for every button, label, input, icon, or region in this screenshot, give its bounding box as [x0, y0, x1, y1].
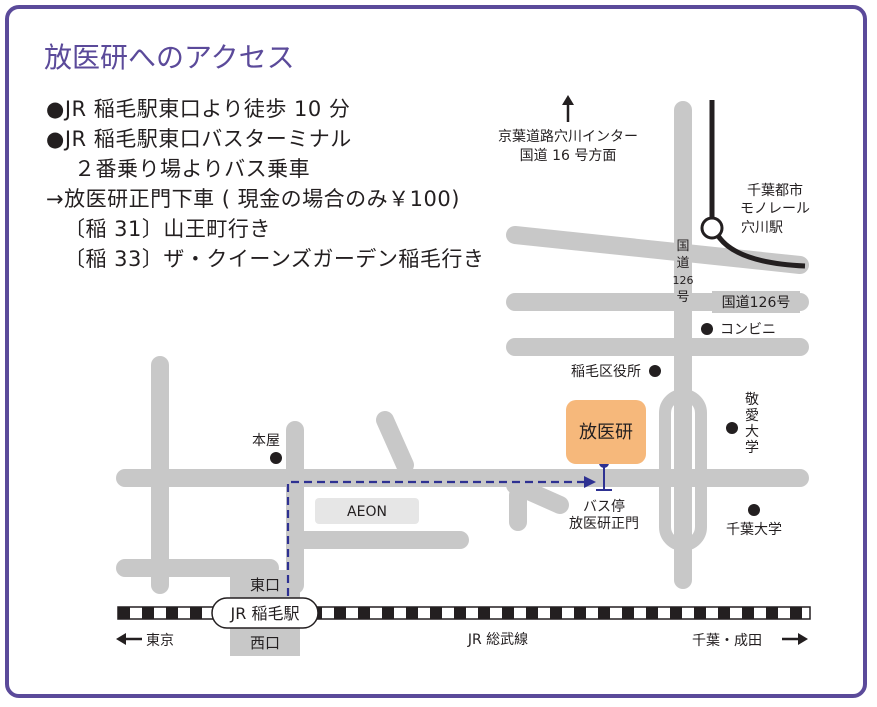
railway-tie: [766, 607, 778, 619]
station-label: JR 稲毛駅: [230, 604, 300, 623]
direction-walk: ●JR 稲毛駅東口より徒歩 10 分: [46, 97, 351, 121]
aeon-block: [315, 498, 419, 524]
bookstore-marker-icon: [270, 452, 282, 464]
interchange-loop: [659, 389, 707, 551]
svg-text:126: 126: [673, 274, 694, 287]
roads: [116, 101, 809, 594]
direction-bus: ●JR 稲毛駅東口バスターミナル: [46, 127, 352, 151]
railway-tie: [334, 607, 346, 619]
svg-text:道: 道: [676, 256, 689, 271]
north-label-1: 京葉道路穴川インター: [498, 129, 638, 145]
north-label-2: 国道 16 号方面: [520, 148, 617, 164]
walking-route: [286, 480, 585, 596]
nirs-label: 放医研: [579, 422, 633, 443]
arrow-up-icon: [562, 95, 574, 122]
west-exit-label: 西口: [250, 634, 280, 652]
to-chiba-label: 千葉・成田: [692, 633, 762, 649]
nirs-box: [566, 400, 646, 464]
railway-tie: [502, 607, 514, 619]
railway-tie: [406, 607, 418, 619]
route126-vertical-label: 国 道 126 号: [673, 239, 694, 305]
busstop-road: [506, 476, 569, 514]
direction-bus-33: 〔稲 33〕ザ・クイーンズガーデン稲毛行き: [64, 247, 485, 271]
railway-tie: [430, 607, 442, 619]
railway-tie: [118, 607, 130, 619]
bus-stop-name: 放医研正門: [569, 516, 639, 532]
route126-label-bg: [712, 291, 800, 313]
railway-tie: [718, 607, 730, 619]
railway-tie: [790, 607, 802, 619]
page-title: 放医研へのアクセス: [44, 41, 295, 74]
railway-tie: [742, 607, 754, 619]
line-name: JR 総武線: [467, 632, 528, 648]
ward-office-label: 稲毛区役所: [571, 364, 641, 380]
svg-text:愛: 愛: [745, 408, 759, 424]
chiba-univ-marker-icon: [748, 504, 760, 516]
railway-tie: [478, 607, 490, 619]
railway-tie: [646, 607, 658, 619]
aeon-label: AEON: [347, 504, 387, 520]
railway-tie: [454, 607, 466, 619]
railway-tie: [190, 607, 202, 619]
bus-stop-label: バス停: [583, 498, 625, 515]
route126-label: 国道126号: [722, 295, 791, 311]
monorail-label-1: 千葉都市: [747, 182, 803, 199]
arrow-left-icon: [116, 633, 142, 645]
keiai-label: 敬 愛 大 学: [745, 392, 759, 456]
bookstore-label: 本屋: [252, 433, 280, 449]
anagawa-station-icon: [700, 216, 724, 240]
railway-tie: [670, 607, 682, 619]
west-exit-block: [230, 628, 300, 656]
station-pill: [211, 597, 319, 629]
route-arrow-icon: [584, 476, 596, 488]
to-tokyo-label: 東京: [146, 633, 174, 649]
railway-tie: [382, 607, 394, 619]
monorail-label-3: 穴川駅: [741, 220, 783, 236]
railway-tie: [142, 607, 154, 619]
railway-tie: [598, 607, 610, 619]
keiai-marker-icon: [726, 422, 738, 434]
railway-tie: [358, 607, 370, 619]
direction-bus-platform: ２番乗り場よりバス乗車: [74, 157, 311, 181]
svg-text:号: 号: [676, 290, 689, 305]
direction-get-off: →放医研正門下車 ( 現金の場合のみ￥100): [46, 187, 460, 211]
svg-text:敬: 敬: [745, 392, 759, 408]
direction-bus-31: 〔稲 31〕山王町行き: [64, 217, 271, 241]
railway-tie: [574, 607, 586, 619]
map-frame: [5, 5, 867, 698]
railway-tie: [166, 607, 178, 619]
convenience-label: コンビニ: [720, 322, 776, 338]
convenience-marker-icon: [701, 323, 713, 335]
diagonal-road: [376, 411, 414, 474]
monorail-label-2: モノレール: [740, 201, 810, 217]
railway-tie: [526, 607, 538, 619]
svg-text:学: 学: [745, 440, 759, 456]
arrow-right-icon: [782, 633, 808, 645]
svg-text:大: 大: [745, 424, 759, 440]
railway-tie: [622, 607, 634, 619]
east-exit-label: 東口: [250, 576, 280, 594]
svg-text:国: 国: [676, 239, 689, 254]
chiba-univ-label: 千葉大学: [726, 522, 782, 538]
ward-office-marker-icon: [649, 365, 661, 377]
railway-tie: [550, 607, 562, 619]
railway-tie: [694, 607, 706, 619]
